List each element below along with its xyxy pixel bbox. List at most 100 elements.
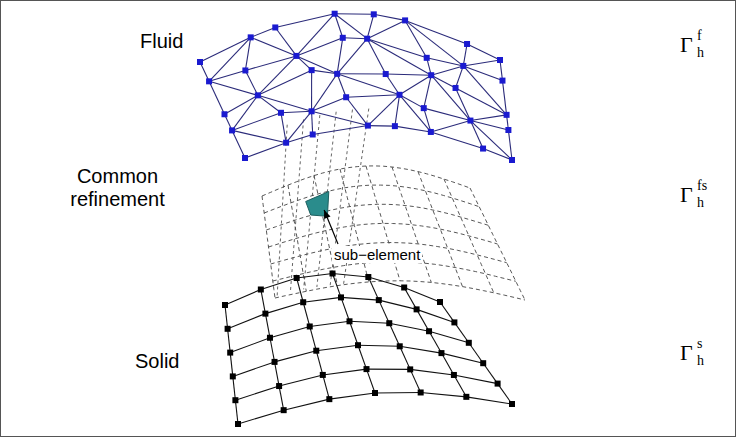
mesh-stroke [431,75,470,120]
solid-node [307,323,313,329]
fluid-node [343,94,349,100]
mesh-stroke [258,56,297,95]
mesh-stroke [333,274,342,298]
fluid-node [272,24,278,30]
refinement-line [269,223,498,247]
solid-node [438,350,444,356]
mesh-stroke [463,60,500,66]
mesh-stroke [200,37,251,62]
mesh-stroke [400,346,410,369]
callout-label: sub−element [332,246,422,263]
mesh-stroke [395,126,431,132]
mesh-stroke [230,353,233,377]
mesh-stroke [368,277,404,287]
subscript: h [697,45,704,61]
mesh-stroke [368,125,395,127]
mesh-stroke [297,274,333,279]
mesh-stroke [238,410,284,424]
fluid-node [278,110,284,116]
mesh-stroke [225,305,228,329]
solid-node [347,318,353,324]
mesh-stroke [456,88,471,121]
mesh-stroke [311,70,312,111]
solid-node [495,381,501,387]
mesh-stroke [404,288,416,310]
mesh-stroke [367,39,431,76]
mesh-stroke [463,66,506,115]
mesh-stroke [374,14,405,20]
solid-node [376,297,382,303]
fluid-node [371,11,377,17]
solid-node [414,306,420,312]
mesh-stroke [303,302,310,326]
mesh-stroke [323,369,367,375]
refinement-line [264,185,479,213]
mesh-stroke [279,375,323,386]
solid-node [437,299,443,305]
mesh-stroke [508,130,512,160]
mesh-stroke [500,60,502,81]
solid-node [397,343,403,349]
mesh-stroke [261,278,297,289]
mesh-stroke [389,323,399,346]
fluid-node [499,78,505,84]
refinement-mesh [262,166,525,300]
mesh-stroke [341,297,350,321]
solid-node [330,271,336,277]
mesh-stroke [245,70,257,95]
mesh-stroke [431,75,455,88]
solid-node [294,275,300,281]
mesh-stroke [316,351,323,375]
refinement-line [271,243,507,265]
mesh-stroke [424,75,431,108]
mesh-stroke [358,345,400,346]
mesh-stroke [454,322,468,342]
fluid-node [340,35,346,41]
mesh-stroke [251,37,297,56]
fluid-node [309,67,315,73]
mesh-stroke [281,113,286,143]
solid-node [401,285,407,291]
mesh-stroke [431,66,463,75]
solid-node [326,396,332,402]
mesh-stroke [367,20,405,38]
mesh-stroke [379,300,417,309]
mesh-stroke [421,392,467,396]
mesh-stroke [312,111,368,125]
fluid-node [283,140,289,146]
mesh-stroke [209,81,224,114]
gamma-symbol: Γ [680,182,693,207]
subscript: h [697,353,704,369]
fluid-node [460,63,466,69]
mesh-stroke [343,37,367,39]
fluid-node [383,71,389,77]
mesh-stroke [329,393,375,399]
fluid-node [364,36,370,42]
fluid-node [428,72,434,78]
fluid-node [464,41,470,47]
mesh-stroke [337,74,346,97]
mesh-stroke [313,126,368,135]
solid-node [338,294,344,300]
mesh-stroke [424,108,471,120]
gamma-symbol: Γ [680,340,693,365]
mesh-stroke [456,66,464,88]
solid-node [232,397,238,403]
fluid-node [497,57,503,63]
mesh-stroke [316,345,358,350]
mesh-stroke [258,70,312,95]
mesh-stroke [367,14,374,38]
mesh-stroke [337,73,386,74]
mesh-stroke [379,300,389,323]
solid-node [386,320,392,326]
mesh-stroke [400,95,431,132]
mesh-stroke [456,88,507,115]
fluid-node [421,105,427,111]
mesh-stroke [405,20,427,57]
solid-node [225,326,231,332]
mesh-stroke [232,130,286,142]
solid-node [222,302,228,308]
solid-node [451,319,457,325]
solid-node [364,366,370,372]
